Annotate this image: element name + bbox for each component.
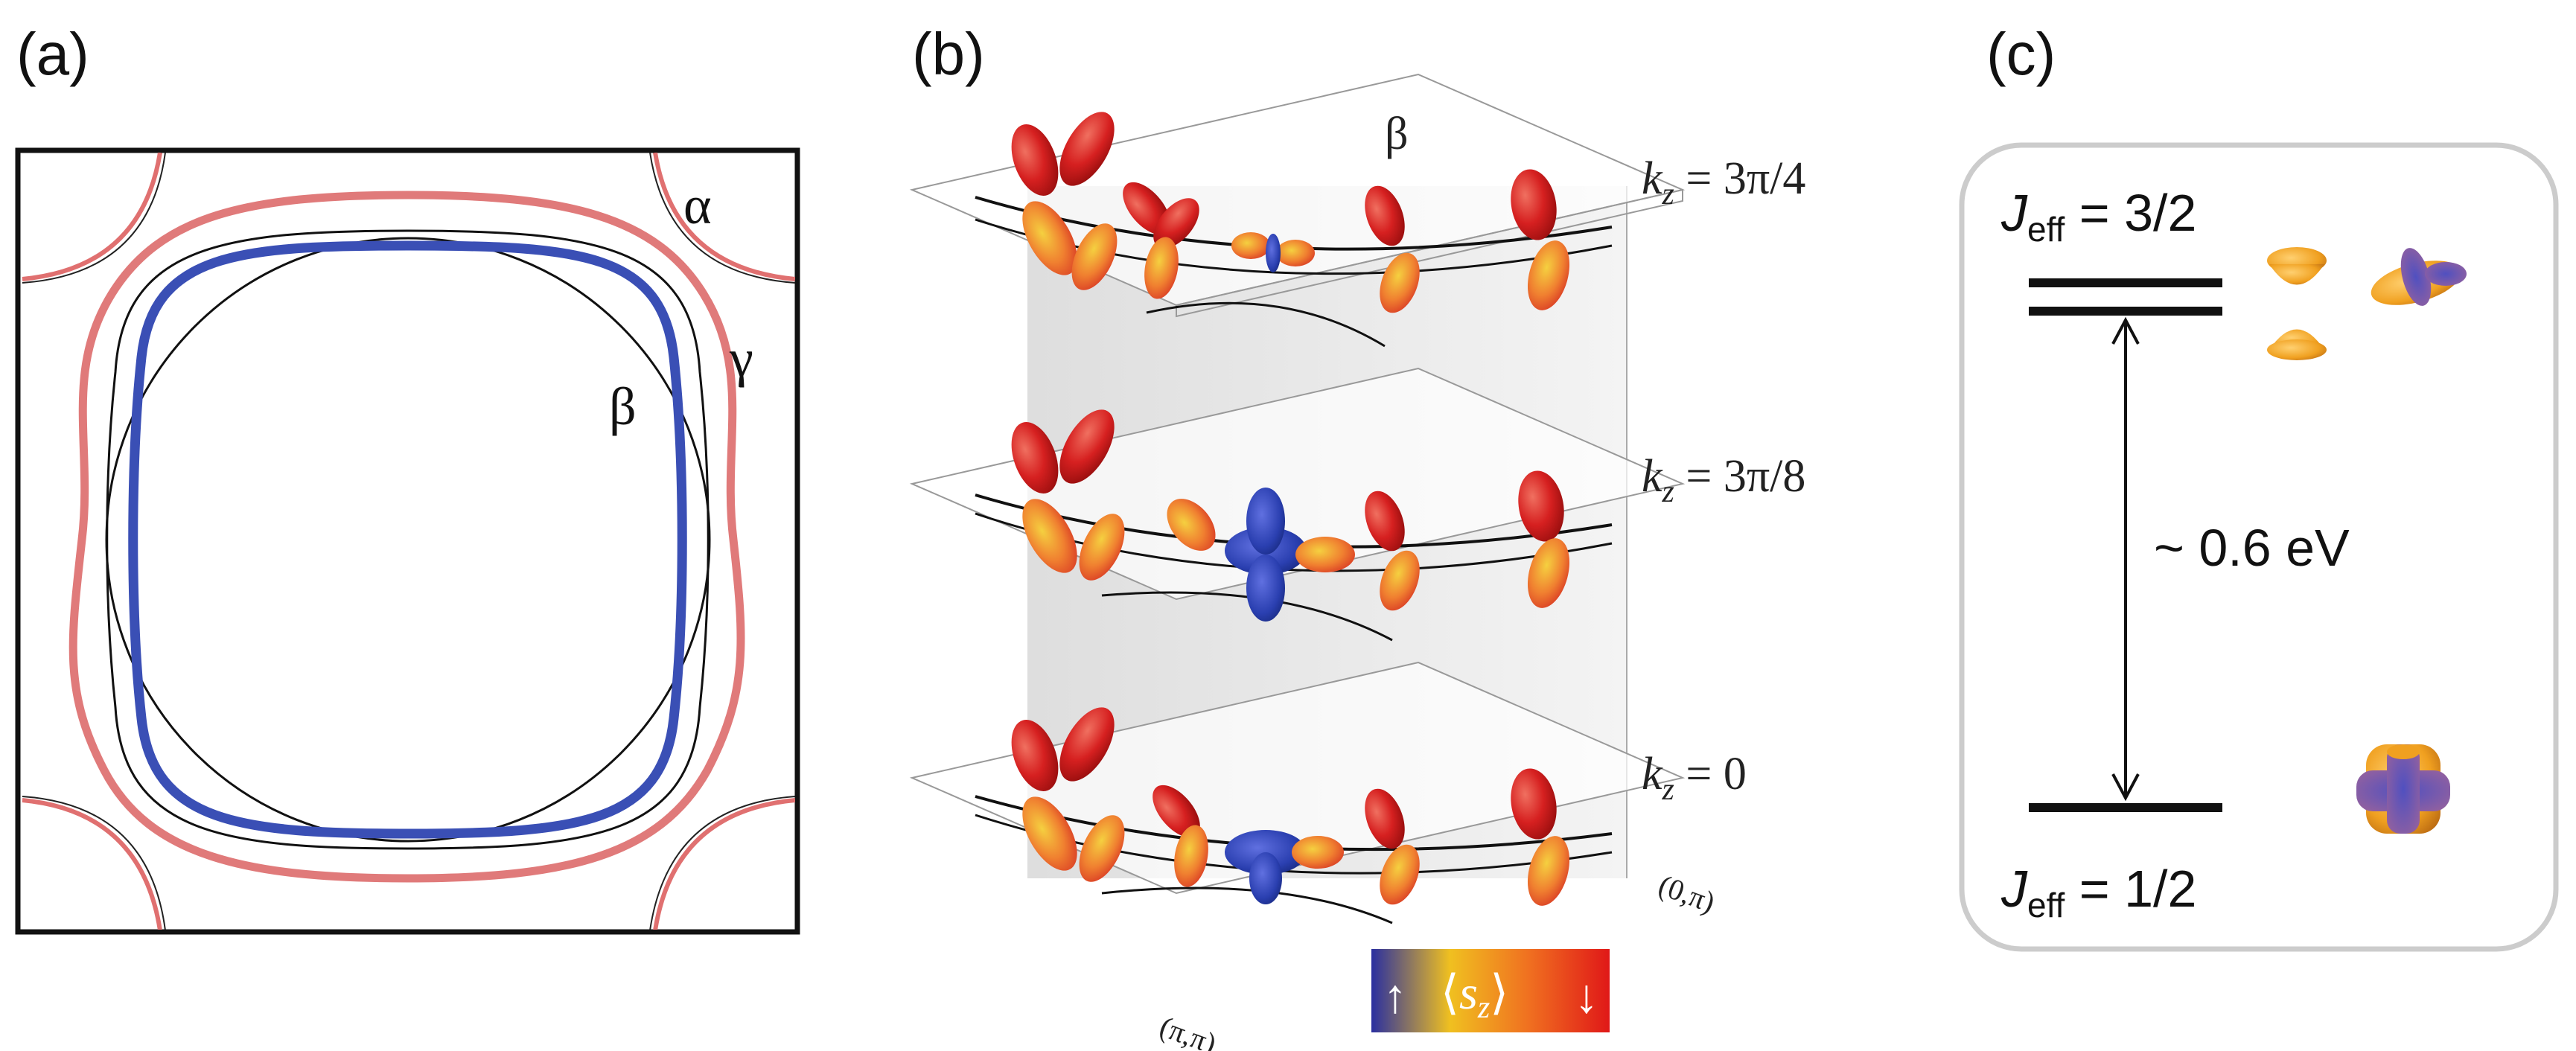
lower-level-label: Jeff = 1/2 <box>2000 860 2196 924</box>
spin-expectation-label: ⟨sz⟩ <box>1441 966 1508 1025</box>
gamma-band <box>68 191 745 883</box>
panel-a: (a) α γ β <box>15 21 800 935</box>
panel-b-beta-label: β <box>1385 109 1409 159</box>
upper-level-label: Jeff = 3/2 <box>2000 184 2196 249</box>
alpha-label: α <box>683 176 712 235</box>
panel-a-label: (a) <box>16 21 89 87</box>
spin-up-arrow: ↑ <box>1383 969 1407 1023</box>
brillouin-zone-frame <box>15 147 800 935</box>
panel-c: (c) Jeff = 3/2 Jeff = 1/2 ~ 0.6 eV <box>1959 21 2559 952</box>
jeff-3-2-orbital-icon-a <box>2267 247 2327 360</box>
spin-texture-bottom <box>1011 707 1570 906</box>
spin-down-arrow: ↓ <box>1575 969 1598 1023</box>
spin-texture-top <box>1011 112 1570 313</box>
point-pi-pi-label: (π,π) <box>1155 1009 1221 1051</box>
point-0-pi-label: (0,π) <box>1654 868 1720 919</box>
gap-energy-label: ~ 0.6 eV <box>2154 519 2350 577</box>
spin-color-scale: ↑ ⟨sz⟩ ↓ <box>1371 949 1610 1032</box>
kz-label-mid: kz = 3π/8 <box>1642 451 1805 509</box>
beta-band <box>128 240 687 839</box>
panel-b: (b) <box>909 21 1805 1051</box>
black-contour-square <box>106 229 710 850</box>
gap-arrow <box>2111 316 2140 802</box>
jeff-3-2-orbital-icon-b <box>2371 248 2467 306</box>
gamma-label: γ <box>729 328 753 388</box>
kz-label-bottom: kz = 0 <box>1642 749 1747 807</box>
kz-label-top: kz = 3π/4 <box>1642 153 1805 211</box>
panel-b-label: (b) <box>912 21 985 87</box>
jeff-1-2-orbital-icon <box>2356 744 2450 834</box>
alpha-pockets <box>22 153 795 930</box>
spin-texture-mid <box>1011 409 1570 622</box>
spin-gradient-bar <box>1371 949 1610 1032</box>
panel-c-label: (c) <box>1986 21 2056 87</box>
beta-label: β <box>609 377 637 436</box>
